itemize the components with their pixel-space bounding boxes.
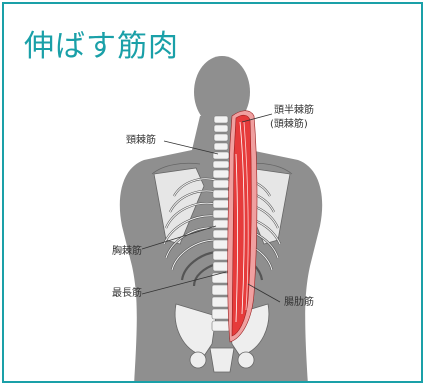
label-longissimus: 最長筋 — [112, 287, 142, 300]
spine — [212, 116, 230, 331]
label-spinalis-cervicis: 頸棘筋 — [126, 134, 156, 147]
label-spinalis-thoracis: 胸棘筋 — [112, 245, 142, 258]
back-muscle-illustration — [4, 4, 423, 383]
label-semispinalis-capitis-alt: (頭棘筋) — [270, 118, 308, 131]
diagram-frame: 伸ばす筋肉 — [2, 2, 423, 383]
label-iliocostalis: 腸肋筋 — [284, 296, 314, 309]
label-semispinalis-capitis: 頭半棘筋 — [274, 104, 314, 117]
